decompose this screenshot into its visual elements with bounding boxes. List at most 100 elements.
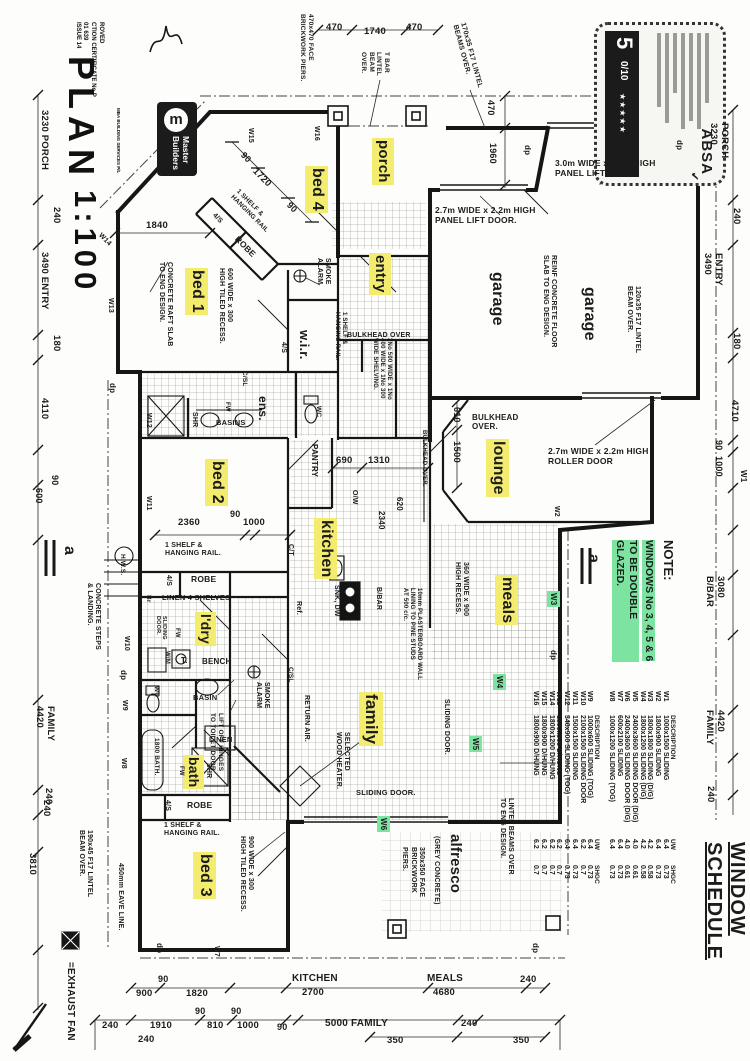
master-builders-stamp: m Master Builders — [157, 102, 197, 176]
fixture-bath: 1800 BATH. — [153, 738, 160, 776]
window-marker-w5: W5 — [470, 738, 480, 751]
section-marker-a: a — [585, 554, 602, 564]
dim-meals-bottom: MEALS — [427, 973, 463, 984]
fixture-fridge: Ref. — [295, 601, 302, 616]
note-recess-meals: 360 WIDE x 900 HIGH RECESS. — [453, 562, 469, 617]
absa-fine-print — [705, 33, 709, 103]
room-robe: ROBE — [191, 574, 217, 584]
fixture-wc: WC — [315, 406, 322, 418]
north-arrow — [12, 1003, 47, 1052]
note-line-1: WINDOWS No 3, 4, 5 & 6 — [641, 540, 655, 662]
fixture-washing-machine: W/M — [164, 651, 170, 664]
dim-porch-right: PORCH 3230 — [707, 123, 730, 159]
absa-fine-print — [673, 33, 677, 93]
room-garage: garage — [581, 287, 598, 341]
dim: 90 — [195, 1006, 206, 1016]
note-concrete-steps: CONCRETE STEPS & LANDING. — [85, 583, 101, 650]
room-laundry: l'dry — [197, 614, 214, 645]
dim: 180 — [731, 333, 742, 350]
window-marker-w1: W1 — [739, 470, 748, 483]
room-bed4: bed 4 — [307, 168, 326, 211]
dim: 1960 — [488, 143, 498, 164]
room-lounge: lounge — [488, 441, 507, 495]
fixture-basin: BASIN — [193, 693, 218, 702]
note-bulkhead: BULKHEAD OVER. — [472, 413, 519, 432]
note-linen-shelves: LINEN 4 SHELVES — [162, 593, 231, 602]
note-shelving: 2No 500 WIDE x 1No 400 WIDE x 1No 300 WI… — [371, 338, 392, 400]
room-entry: entry — [371, 255, 389, 293]
marker-dp: dp — [119, 670, 128, 681]
note-4s: 4/S — [165, 575, 172, 587]
note-brick-piers: 470x470 FACE BRICKWORK PIERS. — [299, 14, 314, 82]
note-smoke-alarm: SMOKE ALARM — [254, 682, 270, 709]
dim: 90 — [230, 509, 241, 519]
window-marker-w16: W16 — [313, 126, 320, 141]
note-tiled-recess-bed1: 600 WIDE x 300 HIGH TILED RECESS. — [217, 268, 233, 344]
room-meals: meals — [497, 577, 516, 624]
note-smoke-alarm: SMOKE ALARM — [315, 258, 331, 285]
absa-tick-icon: ✔ — [688, 171, 700, 181]
window-schedule-title: WINDOW SCHEDULE — [703, 842, 748, 961]
dim: 620 — [395, 497, 404, 511]
note-bulkhead: BULKHEAD OVER. — [421, 430, 427, 487]
note-sliding-door: SLIDING DOOR. — [443, 699, 450, 755]
dim: 3810 — [27, 853, 38, 875]
master-builders-label: Master Builders — [170, 136, 191, 171]
absa-fine-print — [697, 33, 701, 129]
dim: 2360 — [178, 517, 200, 528]
note-csl: C/SL — [287, 667, 294, 683]
dim: 900 — [136, 988, 153, 999]
note-tbar-lintel: T BAR LINTEL BEAM OVER. — [360, 52, 390, 76]
dim-kitchen-bottom: KITCHEN — [292, 973, 338, 984]
room-garage: garage — [489, 272, 506, 326]
absa-rating-band: 5 0/10 ★★★★★ — [605, 31, 639, 177]
fixture-sink-dw: SNK, DW — [333, 585, 340, 617]
fixture-tub: T. — [181, 656, 188, 665]
note-sliding-door: SLIDING DOOR. — [154, 616, 167, 640]
dim-entry-right: ENTRY 3490 — [701, 253, 724, 286]
note-tiled-recess-bed3: 900 WIDE x 300 HIGH TILED RECESS. — [238, 836, 254, 912]
window-marker-w3: W3 — [548, 593, 558, 606]
marker-dp: dp — [549, 650, 558, 661]
note-shelf-rail: 1 SHELF & HANGING RAIL. — [165, 542, 221, 558]
dim: 1820 — [186, 988, 208, 999]
absa-fine-print — [689, 33, 693, 121]
absa-star-score: 5 — [612, 37, 637, 50]
room-porch: porch — [374, 140, 392, 183]
room-breakfast-bar: B/BAR — [375, 587, 382, 611]
dim: 4710 — [729, 400, 740, 422]
dim-family-right: 4420 FAMILY — [703, 710, 726, 746]
marker-dp: dp — [675, 140, 684, 151]
fixture-oven: O/W — [351, 490, 358, 505]
window-marker-w15: W15 — [247, 128, 254, 143]
window-marker-w2: W2 — [553, 506, 560, 517]
legend-exhaust-fan: =EXHAUST FAN — [65, 962, 76, 1041]
note-shelf-rail: 1 SHELF & HANGING RAIL. — [164, 822, 220, 838]
fixture-shower: SHR — [191, 412, 198, 428]
dim: 350 — [513, 1035, 530, 1046]
note-bulkhead: BULKHEAD OVER — [347, 332, 411, 339]
note-csl: C/SL — [241, 371, 248, 387]
marker-dp: dp — [108, 383, 117, 394]
plan-scale: 1:100 — [68, 190, 103, 295]
dim: 240 — [138, 1034, 155, 1045]
window-marker-w10: W10 — [123, 636, 130, 651]
room-ensuite: ens. — [256, 396, 270, 421]
room-bed3: bed 3 — [195, 854, 214, 897]
note-brick-piers-alfresco: 350x350 FACE BRICKWORK PIERS. — [401, 847, 426, 898]
dim: 600 — [34, 488, 44, 504]
dim: 1000 — [243, 517, 265, 528]
absa-score-scale: 0/10 — [618, 61, 629, 81]
dim: 1000 — [237, 1020, 259, 1031]
note-plasterboard: 10mm PLASTERBOARD WALL LINING TO PINE ST… — [401, 588, 422, 681]
note-line-2: TO BE DOUBLE GLAZED. — [612, 540, 639, 662]
dim: 470 — [326, 22, 343, 33]
dim: 810 — [207, 1020, 224, 1031]
room-wir: w.i.r. — [297, 330, 312, 360]
fixture-hws: H.W.S. — [119, 554, 126, 576]
note-panel-door-30: 3.0m WIDE x 2.2m HIGH PANEL LIFT DOOR. — [555, 158, 656, 179]
fixture-floor-waste: FW — [178, 766, 184, 776]
